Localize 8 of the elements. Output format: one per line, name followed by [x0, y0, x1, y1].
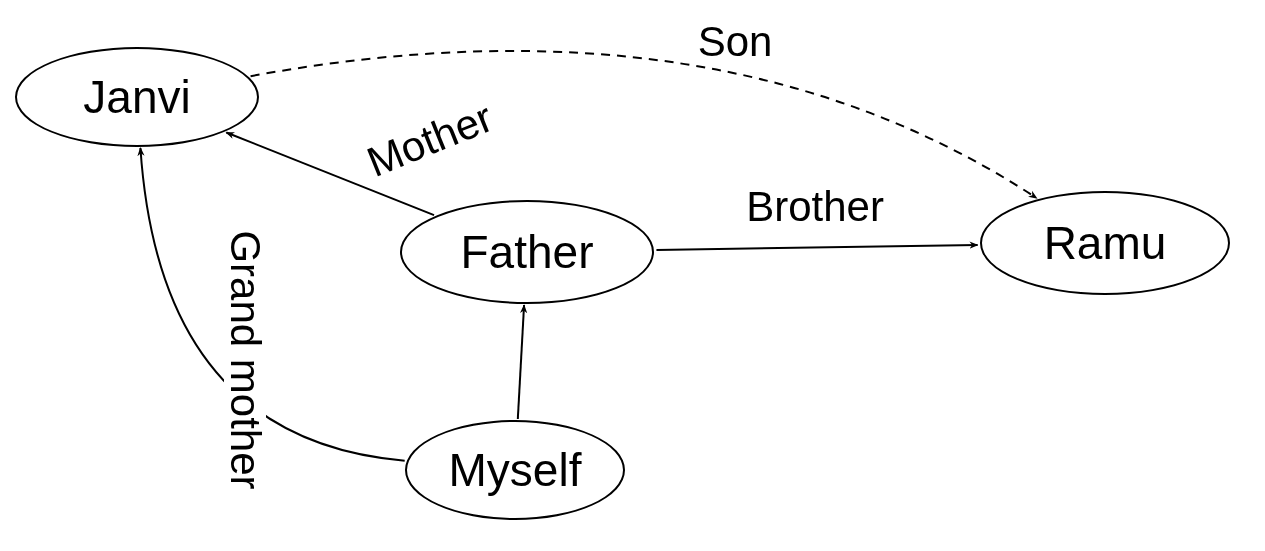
node-label: Ramu — [1043, 220, 1167, 266]
arrow — [137, 147, 406, 462]
arrow — [516, 304, 528, 420]
arrow — [249, 50, 1038, 200]
arrow — [655, 241, 979, 251]
node-label: Janvi — [83, 74, 191, 120]
arrow — [225, 131, 436, 217]
node-label: Father — [460, 229, 594, 275]
